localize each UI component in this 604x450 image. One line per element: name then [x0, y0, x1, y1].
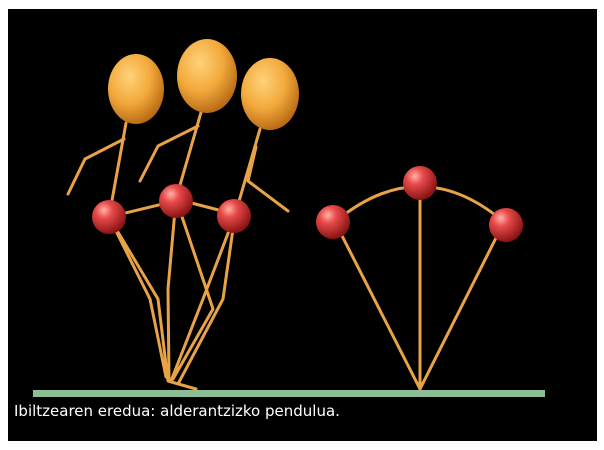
walker-head-1: [108, 54, 164, 124]
pendulum-ball-top: [403, 166, 437, 200]
figure-caption: Ibiltzearen eredua: alderantzizko pendul…: [14, 402, 340, 420]
walker-hip-ball-2: [159, 184, 193, 218]
diagram-panel: [8, 9, 597, 441]
walker-head-2: [177, 39, 237, 113]
pendulum-rod-right: [420, 222, 504, 389]
walker-head-3: [241, 58, 299, 130]
pendulum-ball-right: [489, 208, 523, 242]
walker-hip-ball-1: [92, 200, 126, 234]
walking-pendulum-illustration: [8, 9, 597, 441]
pendulum-ball-left: [316, 205, 350, 239]
walker-figure-1: [68, 123, 196, 389]
walker-hip-ball-3: [217, 199, 251, 233]
ground-line: [33, 390, 545, 397]
walker-figure-3: [171, 129, 288, 384]
pendulum-rod-left: [335, 222, 420, 389]
pendulum-diagram: [335, 183, 504, 389]
